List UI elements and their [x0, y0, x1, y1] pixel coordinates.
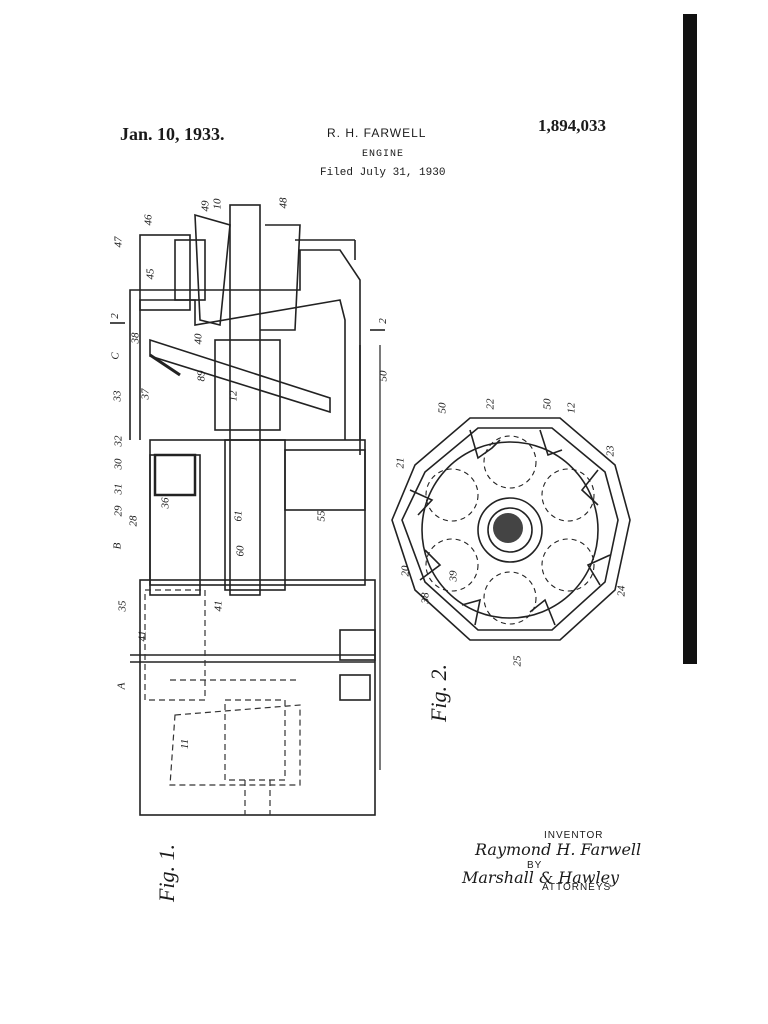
fig2-ref-50-left: 50: [436, 402, 449, 414]
by-caption: BY: [527, 860, 543, 871]
ref-40: 40: [192, 333, 205, 345]
fig2-ref-21: 21: [394, 457, 407, 469]
ref-49: 49: [199, 200, 212, 212]
fig2-ref-24: 24: [615, 585, 628, 597]
fig2-ref-50-right: 50: [541, 398, 554, 410]
patent-title: ENGINE: [362, 149, 405, 160]
patent-date: Jan. 10, 1933.: [120, 124, 225, 144]
base-block: [139, 579, 376, 816]
ref-89: 89: [195, 370, 208, 382]
fig2-shaft-section: [493, 513, 523, 543]
ref-2-left: 2: [108, 313, 121, 319]
ref-12: 12: [227, 390, 240, 402]
fig1-drawing: [110, 204, 385, 816]
ref-61: 61: [232, 510, 245, 522]
ref-41-left: 41: [136, 630, 149, 642]
ref-36: 36: [159, 497, 172, 509]
fig1-hidden-lines: [144, 589, 301, 815]
ref-45: 45: [144, 268, 157, 280]
upper-housing: [129, 249, 361, 440]
fig1-caption: Fig. 1.: [154, 843, 180, 903]
inventor-caption: INVENTOR: [544, 830, 604, 841]
ref-55: 55: [315, 510, 328, 522]
fig2-drawing: [391, 417, 631, 641]
ref-38: 38: [129, 332, 142, 344]
ref-C: C: [109, 352, 122, 360]
swash-plate: [149, 338, 331, 414]
ref-35: 35: [116, 600, 129, 612]
ref-31: 31: [112, 483, 125, 495]
ref-10: 10: [211, 198, 224, 210]
fig2-ref-22: 22: [484, 398, 497, 410]
ref-37: 37: [139, 388, 152, 400]
fig2-ref-25: 25: [511, 655, 524, 667]
ref-48: 48: [277, 197, 290, 209]
inventor-signature: Raymond H. Farwell: [475, 840, 642, 859]
fig2-ref-12: 12: [565, 402, 578, 414]
ref-41-right: 41: [212, 600, 225, 612]
filed-date: Filed July 31, 1930: [320, 167, 446, 179]
attorneys-caption: ATTORNEYS: [542, 882, 612, 893]
fig2-rotor: [421, 441, 599, 619]
scan-edge-bar: [683, 14, 697, 664]
ref-46: 46: [142, 214, 155, 226]
fig2-ref-38: 38: [419, 592, 432, 604]
fig2-ref-23: 23: [604, 445, 617, 457]
inventor-name: R. H. FARWELL: [327, 126, 427, 140]
ref-32: 32: [112, 435, 125, 447]
ref-60: 60: [234, 545, 247, 557]
ref-29: 29: [112, 505, 125, 517]
ref-28: 28: [127, 515, 140, 527]
ref-30: 30: [112, 458, 125, 470]
fig2-caption: Fig. 2.: [426, 663, 452, 723]
ref-2-right: 2: [376, 318, 389, 324]
ref-33: 33: [111, 390, 124, 402]
attorney-signature: Marshall & Hawley: [462, 868, 620, 887]
fig2-ref-39: 39: [447, 570, 460, 582]
fig2-ref-20: 20: [399, 565, 412, 577]
main-shaft: [229, 204, 261, 596]
middle-section: [149, 439, 366, 586]
ref-11: 11: [179, 738, 192, 750]
patent-number: 1,894,033: [538, 116, 606, 135]
ref-B: B: [111, 542, 124, 550]
ref-47: 47: [112, 236, 125, 248]
ref-A: A: [115, 682, 128, 690]
ref-50: 50: [377, 370, 390, 382]
fig2-outer-polygon: [391, 417, 631, 641]
